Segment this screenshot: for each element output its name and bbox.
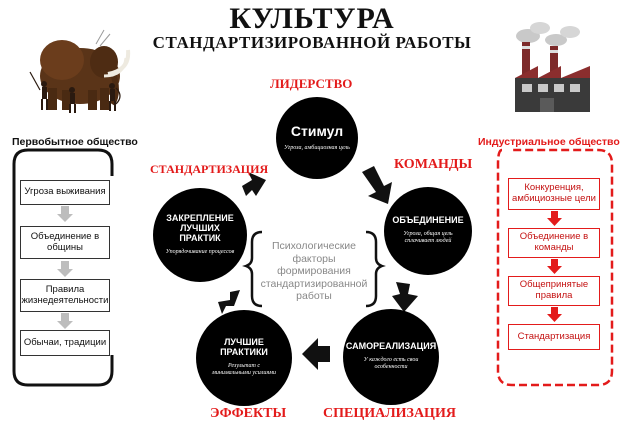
circle-stimulus-title: Стимул <box>290 123 344 140</box>
label-leadership: ЛИДЕРСТВО <box>270 76 353 91</box>
right-item-teams: Объединение в команды <box>508 228 600 258</box>
circle-stimulus-sub: Угроза, амбициозная цель <box>284 144 350 151</box>
left-item-customs: Обычаи, традиции <box>20 330 110 356</box>
circle-best-practices-title: ЛУЧШИЕ ПРАКТИКИ <box>220 337 268 358</box>
circle-self-realization-sub: У каждого есть свои особенности <box>363 357 419 371</box>
circle-best-practices: ЛУЧШИЕ ПРАКТИКИ Результат с минимальными… <box>196 310 292 406</box>
page-subtitle: СТАНДАРТИЗИРОВАННОЙ РАБОТЫ <box>152 33 472 52</box>
page-title: КУЛЬТУРА <box>229 2 395 35</box>
circle-consolidation: ЗАКРЕПЛЕНИЕ ЛУЧШИХ ПРАКТИК Упорядочивани… <box>153 188 247 282</box>
circle-consolidation-title: ЗАКРЕПЛЕНИЕ ЛУЧШИХ ПРАКТИК <box>166 213 234 243</box>
right-flow-arrows <box>547 211 562 322</box>
left-item-communities: Объединение в общины <box>20 226 110 259</box>
left-item-survival-threat: Угроза выживания <box>20 180 110 205</box>
label-teams: КОМАНДЫ <box>394 157 473 172</box>
circle-self-realization-title: САМОРЕАЛИЗАЦИЯ <box>345 341 437 352</box>
label-specialization: СПЕЦИАЛИЗАЦИЯ <box>323 406 456 421</box>
circle-unity-sub: Угроза, общая цель сплачивает людей <box>403 231 453 245</box>
circle-unity: ОБЪЕДИНЕНИЕ Угроза, общая цель сплачивае… <box>384 187 472 275</box>
right-item-competition: Конкуренция, амбициозные цели <box>508 178 600 210</box>
circle-best-practices-sub: Результат с минимальными усилиями <box>212 363 276 377</box>
left-panel-title: Первобытное общество <box>12 136 138 148</box>
center-factors-text: Психологические факторы формирования ста… <box>260 240 368 303</box>
circle-unity-title: ОБЪЕДИНЕНИЕ <box>392 215 464 226</box>
circle-self-realization: САМОРЕАЛИЗАЦИЯ У каждого есть свои особе… <box>343 309 439 405</box>
cycle-arrows <box>218 166 418 370</box>
circle-consolidation-sub: Упорядочивание процессов <box>165 248 235 255</box>
label-effects: ЭФФЕКТЫ <box>210 406 287 421</box>
right-item-rules: Общепринятые правила <box>508 276 600 306</box>
bracket-gap <box>108 178 116 354</box>
label-standardization: СТАНДАРТИЗАЦИЯ <box>150 162 269 176</box>
left-flow-arrows <box>57 206 73 329</box>
factory-icon <box>515 22 590 112</box>
left-item-rules: Правила жизнедеятельности <box>20 279 110 312</box>
right-item-standardization: Стандартизация <box>508 324 600 350</box>
right-panel-title: Индустриальное общество <box>478 136 620 148</box>
circle-stimulus: Стимул Угроза, амбициозная цель <box>276 97 358 179</box>
mammoth-hunt-illustration <box>29 29 131 113</box>
